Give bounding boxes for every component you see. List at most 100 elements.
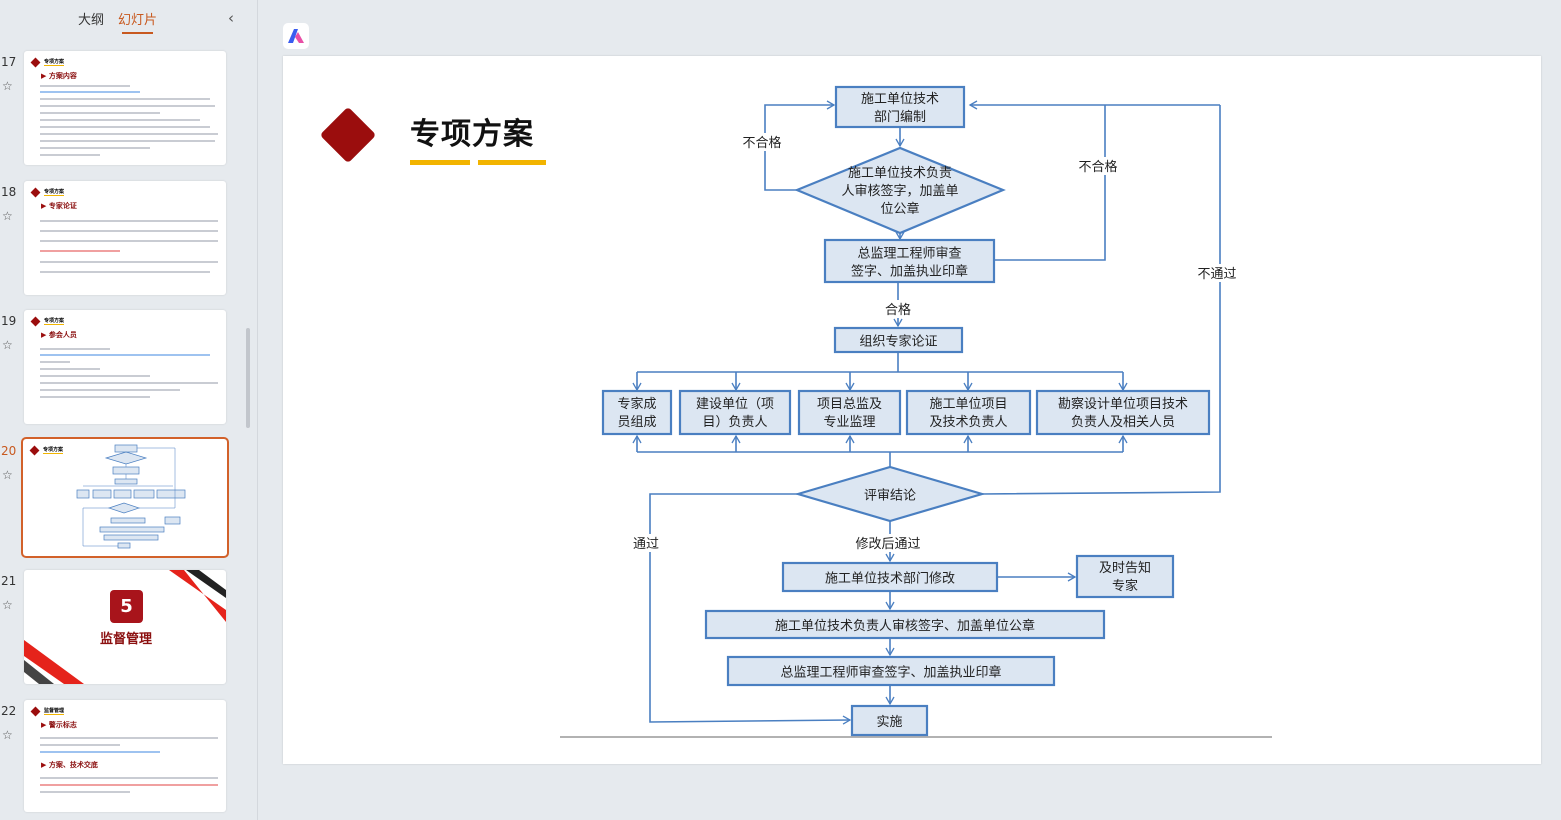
- title-underline: [478, 160, 546, 165]
- flow-box-compile: [834, 85, 966, 129]
- flow-label-pass_ok: 合格: [885, 302, 911, 318]
- slide-thumbnail-21[interactable]: 5 监督管理: [24, 570, 226, 684]
- slide-thumb-row: 20 ☆ 专项方案: [0, 437, 250, 558]
- node-text: 总监理工程师审查: [857, 246, 961, 261]
- flow-label-pass_after_revise: 修改后通过: [855, 537, 920, 552]
- app-logo-button[interactable]: [283, 23, 309, 49]
- star-icon[interactable]: ☆: [2, 598, 13, 612]
- flow-box-contractor_pm: [905, 389, 1032, 436]
- label-bg: [840, 534, 936, 552]
- flow-decision-conclusion: [794, 465, 986, 523]
- flow-box-design: [1035, 389, 1211, 436]
- section-title: 监督管理: [100, 632, 153, 647]
- node-text: 施工单位技术负责: [848, 166, 952, 181]
- star-icon[interactable]: ☆: [2, 728, 13, 742]
- slide-title: 专项方案: [410, 117, 534, 152]
- label-bg: [622, 534, 670, 552]
- flow-label-not_pass: 不通过: [1197, 267, 1236, 282]
- slide-number: 19: [1, 314, 17, 328]
- node-text: 勘察设计单位项目技术: [1058, 397, 1188, 412]
- node-text: 专家: [1112, 578, 1138, 594]
- flow-box-owner: [678, 389, 792, 436]
- star-icon[interactable]: ☆: [2, 79, 13, 93]
- node-text: 部门编制: [874, 110, 926, 125]
- flow-box-experts: [601, 389, 673, 436]
- slide-thumb-row: 17 ☆ 专项方案 方案内容: [0, 51, 250, 166]
- slide-thumbnail-22[interactable]: 监督管理 警示标志 方案、技术交底: [24, 700, 226, 812]
- node-text: 项目总监及: [817, 397, 882, 412]
- diamond-icon: [30, 316, 41, 327]
- slide-thumbnail-17[interactable]: 专项方案 方案内容: [24, 51, 226, 165]
- node-text: 评审结论: [864, 488, 916, 503]
- label-bg: [874, 300, 922, 318]
- node-text: 员组成: [617, 415, 656, 430]
- slide-thumbnail-20[interactable]: 专项方案: [21, 437, 229, 558]
- slide-thumbnail-19[interactable]: 专项方案 参会人员: [24, 310, 226, 424]
- flow-box-organize: [833, 326, 964, 354]
- flow-box-notify: [1075, 554, 1175, 599]
- diamond-icon: [30, 187, 41, 198]
- slide-number: 20: [1, 444, 17, 458]
- node-text: 组织专家论证: [859, 333, 937, 349]
- thumb-section: 专项方案: [44, 59, 65, 66]
- slide-thumb-row: 21 ☆ 5 监督管理: [0, 570, 250, 685]
- node-text: 位公章: [880, 201, 919, 217]
- node-text: 施工单位项目: [929, 397, 1007, 412]
- node-text: 施工单位技术负责人审核签字、加盖单位公章: [775, 618, 1035, 634]
- node-text: 施工单位技术部门修改: [825, 571, 955, 586]
- thumb-heading: 方案、技术交底: [41, 760, 98, 770]
- node-text: 负责人及相关人员: [1071, 415, 1175, 430]
- star-icon[interactable]: ☆: [2, 338, 13, 352]
- title-underline: [410, 160, 470, 165]
- node-text: 实施: [876, 715, 902, 730]
- star-icon[interactable]: ☆: [2, 209, 13, 223]
- thumb-heading: 警示标志: [41, 720, 77, 730]
- slide-panel: 大纲 幻灯片 ‹ 17 ☆ 专项方案 方案内容 18 ☆ 专项方案 专家论证: [0, 0, 258, 820]
- thumb-heading: 专家论证: [41, 201, 77, 211]
- label-bg: [1074, 157, 1122, 175]
- flow-label-fail_right: 不合格: [1078, 159, 1117, 175]
- flow-box-unit_review2: [704, 609, 1106, 640]
- flow-label-pass: 通过: [633, 537, 659, 552]
- thumb-section: 监督管理: [44, 708, 65, 715]
- slide-thumb-row: 19 ☆ 专项方案 参会人员: [0, 310, 250, 425]
- chevron-left-icon[interactable]: ‹: [228, 9, 234, 27]
- slide-number: 17: [1, 55, 17, 69]
- star-icon[interactable]: ☆: [2, 468, 13, 482]
- node-text: 施工单位技术: [861, 92, 939, 107]
- flow-box-chief_supervisor: [797, 389, 902, 436]
- flow-connector: [981, 105, 1221, 495]
- flow-label-fail_left: 不合格: [742, 135, 781, 151]
- tab-outline[interactable]: 大纲: [78, 13, 105, 28]
- diamond-icon: [30, 57, 41, 68]
- tab-slides[interactable]: 幻灯片: [118, 9, 157, 34]
- slide-thumb-row: 18 ☆ 专项方案 专家论证: [0, 181, 250, 296]
- label-bg: [738, 133, 786, 151]
- logo-icon: [288, 29, 304, 43]
- flowchart: 施工单位技术部门编制施工单位技术负责人审核签字，加盖单位公章总监理工程师审查签字…: [560, 85, 1272, 738]
- section-badge: 5: [110, 590, 143, 623]
- slide-thumb-row: 22 ☆ 监督管理 警示标志 方案、技术交底: [0, 700, 250, 815]
- flow-box-revise: [781, 561, 999, 593]
- flow-box-supervisor_review: [823, 238, 996, 284]
- node-text: 及技术负责人: [929, 415, 1007, 430]
- thumb-section: 专项方案: [43, 447, 64, 454]
- thumb-section: 专项方案: [44, 189, 65, 196]
- thumb-heading: 参会人员: [41, 330, 77, 340]
- slide-number: 22: [1, 704, 17, 718]
- node-text: 人审核签字，加盖单: [841, 183, 958, 199]
- node-text: 专家成: [617, 396, 656, 412]
- node-text: 目）负责人: [702, 415, 767, 430]
- node-text: 专业监理: [823, 415, 875, 430]
- flow-connector: [649, 493, 852, 725]
- slide-number: 21: [1, 574, 17, 588]
- flow-decision-unit_review: [794, 146, 1006, 235]
- panel-scrollbar[interactable]: [246, 328, 250, 428]
- mini-flowchart: [76, 444, 186, 549]
- panel-tabs: 大纲 幻灯片: [78, 9, 157, 34]
- label-bg: [1193, 264, 1241, 282]
- node-text: 签字、加盖执业印章: [851, 263, 968, 279]
- slide-canvas[interactable]: 专项方案 施工单位技术部门编制施工单位技术负责人审核签字，加盖单位公章总监理工程…: [283, 56, 1541, 764]
- slide-thumbnail-18[interactable]: 专项方案 专家论证: [24, 181, 226, 295]
- red-stripe-decoration: [24, 570, 226, 684]
